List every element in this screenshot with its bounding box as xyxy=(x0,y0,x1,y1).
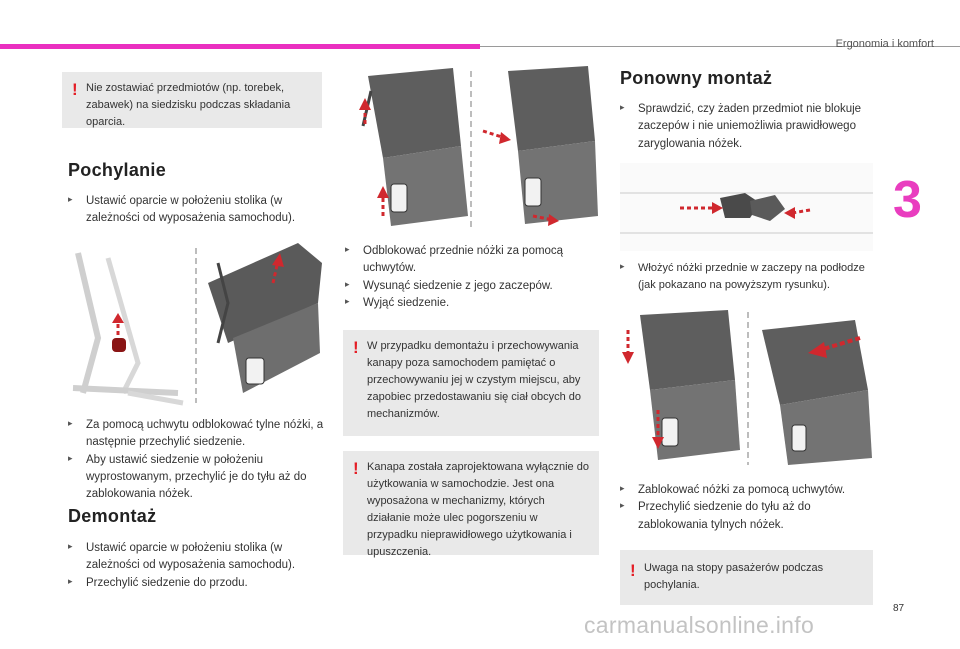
warning-note-usage: ! Kanapa została zaprojektowana wyłączni… xyxy=(343,451,599,559)
figure-remove-seat xyxy=(343,66,599,234)
bullet-icon: ▸ xyxy=(620,500,625,511)
list-item: ▸Wyjąć siedzenie. xyxy=(345,295,450,309)
figure-floor-anchors xyxy=(620,163,873,251)
list-item: ▸Wysunąć siedzenie z jego zaczepów. xyxy=(345,278,553,292)
removal-steps: ▸Ustawić oparcie w położeniu stolika (w … xyxy=(68,540,330,592)
page-number: 87 xyxy=(893,603,905,614)
heading-refit: Ponowny montaż xyxy=(620,68,773,88)
list-item: ▸Aby ustawić siedzenie w położeniu wypro… xyxy=(68,452,307,501)
figure-tilt-seat xyxy=(68,243,324,407)
header-rule xyxy=(480,46,960,47)
header-accent-bar xyxy=(0,44,480,49)
bullet-icon: ▸ xyxy=(620,261,625,271)
warning-note-storage: ! W przypadku demontażu i przechowywania… xyxy=(343,330,599,436)
removal-steps-2: ▸Odblokować przednie nóżki za pomocą uch… xyxy=(345,243,597,312)
bullet-icon: ▸ xyxy=(68,575,73,586)
heading-tilt: Pochylanie xyxy=(68,160,167,180)
list-item: ▸Za pomocą uchwytu odblokować tylne nóżk… xyxy=(68,418,324,449)
list-item: ▸Ustawić oparcie w położeniu stolika (w … xyxy=(68,541,296,572)
bullet-icon: ▸ xyxy=(345,278,350,289)
warning-text: Kanapa została zaprojektowana wyłącznie … xyxy=(367,461,589,559)
list-item: ▸Sprawdzić, czy żaden przedmiot nie blok… xyxy=(620,102,862,150)
tilt-steps-1: ▸Ustawić oparcie w położeniu stolika (w … xyxy=(68,193,330,228)
warning-note-objects: ! Nie zostawiać przedmiotów (np. torebek… xyxy=(62,72,322,128)
bullet-icon: ▸ xyxy=(620,102,625,112)
warning-exclamation-icon: ! xyxy=(630,561,636,580)
list-item: ▸Przechylić siedzenie do tyłu aż do zabl… xyxy=(620,500,811,531)
bullet-icon: ▸ xyxy=(68,541,73,551)
warning-text: W przypadku demontażu i przechowywania k… xyxy=(367,340,582,421)
refit-steps-3: ▸Zablokować nóżki za pomocą uchwytów. ▸P… xyxy=(620,482,876,534)
list-item: ▸Przechylić siedzenie do przodu. xyxy=(68,575,248,589)
figure-refit-seat xyxy=(620,310,875,468)
refit-steps-2: ▸Włożyć nóżki przednie w zaczepy na podł… xyxy=(620,260,876,293)
refit-steps-1: ▸Sprawdzić, czy żaden przedmiot nie blok… xyxy=(620,101,876,153)
bullet-icon: ▸ xyxy=(68,418,73,428)
bullet-icon: ▸ xyxy=(345,244,350,254)
warning-text: Uwaga na stopy pasażerów podczas pochyla… xyxy=(644,562,824,592)
list-item: ▸Zablokować nóżki za pomocą uchwytów. xyxy=(620,483,846,496)
chapter-number: 3 xyxy=(893,171,922,229)
bullet-icon: ▸ xyxy=(68,194,73,204)
watermark: carmanualsonline.info xyxy=(584,612,815,638)
bullet-icon: ▸ xyxy=(345,295,350,306)
warning-text: Nie zostawiać przedmiotów (np. torebek, … xyxy=(86,82,291,129)
tilt-steps-2: ▸Za pomocą uchwytu odblokować tylne nóżk… xyxy=(68,417,330,503)
bullet-icon: ▸ xyxy=(620,483,625,493)
list-item: ▸Ustawić oparcie w położeniu stolika (w … xyxy=(68,194,296,225)
list-item: ▸Odblokować przednie nóżki za pomocą uch… xyxy=(345,244,564,275)
warning-note-feet: ! Uwaga na stopy pasażerów podczas pochy… xyxy=(620,550,873,605)
section-title: Ergonomia i komfort xyxy=(835,38,934,50)
heading-removal: Demontaż xyxy=(68,506,157,526)
warning-exclamation-icon: ! xyxy=(353,338,359,357)
list-item: ▸Włożyć nóżki przednie w zaczepy na podł… xyxy=(620,261,865,291)
bullet-icon: ▸ xyxy=(68,452,73,463)
warning-exclamation-icon: ! xyxy=(353,459,359,478)
warning-exclamation-icon: ! xyxy=(72,80,78,99)
